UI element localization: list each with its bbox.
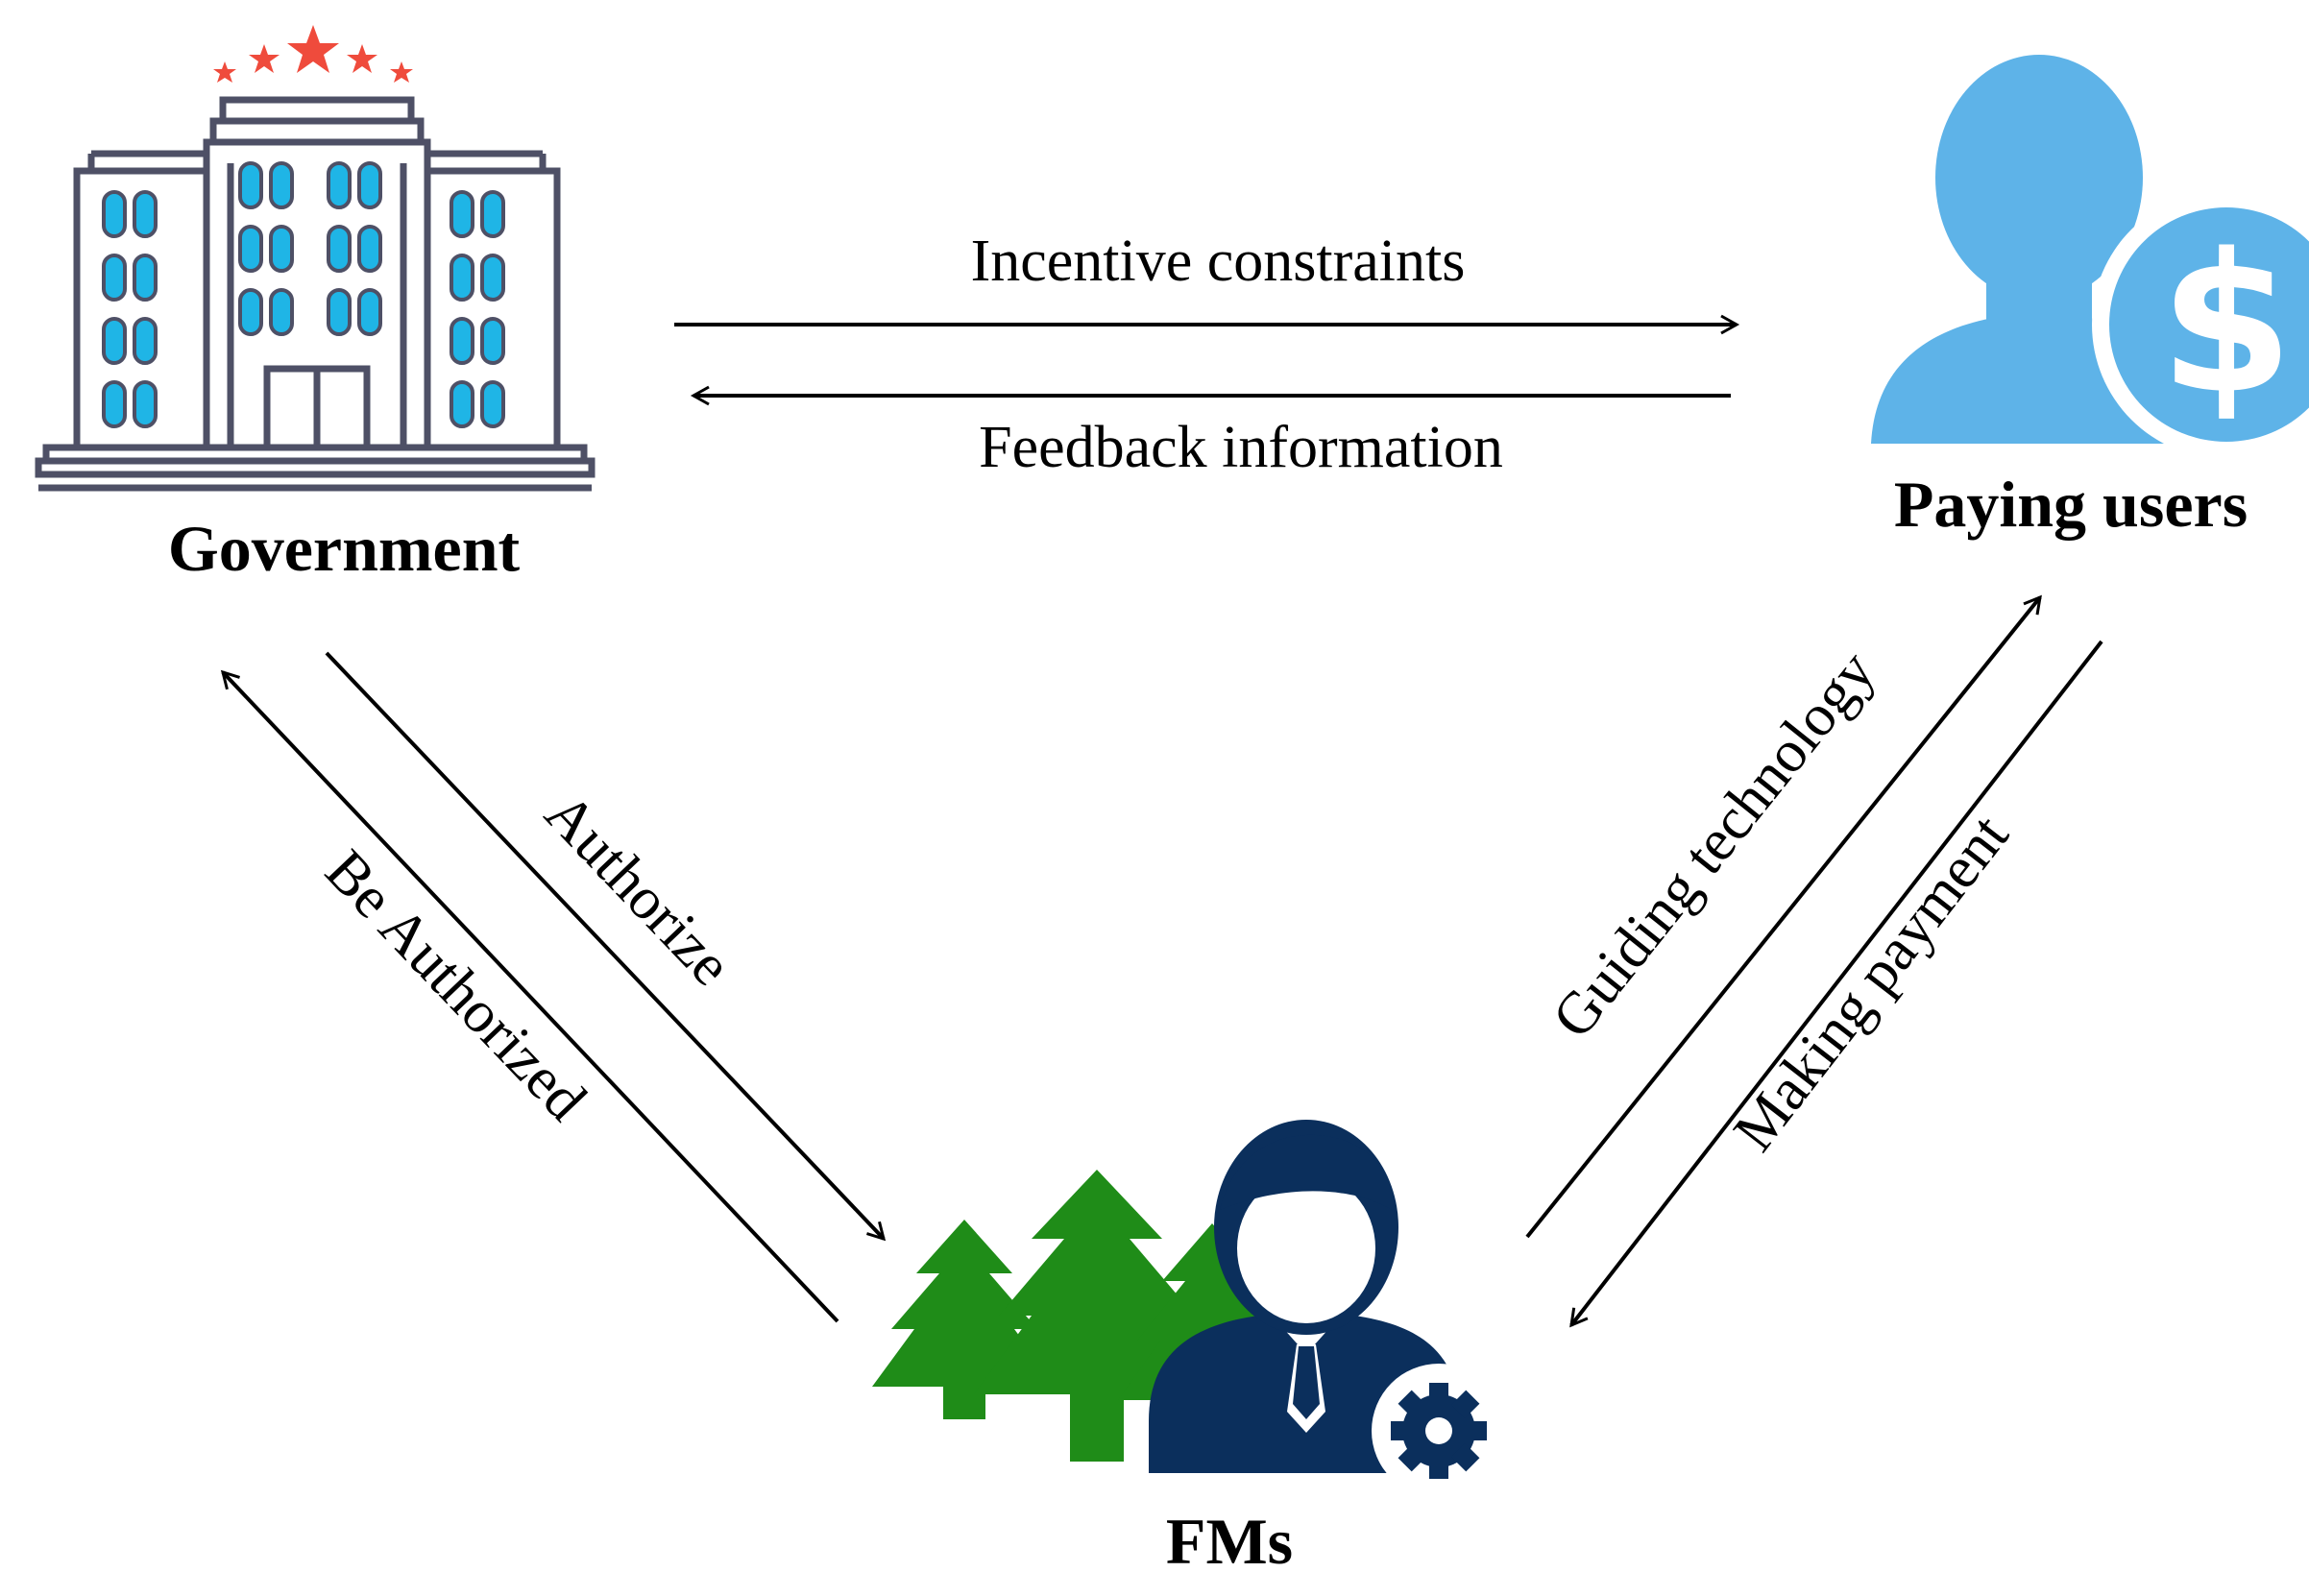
arrow-payment <box>1569 640 2103 1328</box>
edge-lines <box>220 314 2103 1328</box>
node-label-paying-users: Paying users <box>1894 468 2248 541</box>
arrow-authorize <box>325 651 887 1242</box>
dollar-icon: $ <box>2092 190 2309 459</box>
star-rating-icon <box>213 25 413 83</box>
node-label-government: Government <box>168 512 521 585</box>
edge-label-feedback: Feedback information <box>979 415 1503 480</box>
svg-text:$: $ <box>2159 213 2293 437</box>
gear-icon <box>1372 1364 1506 1498</box>
edge-label-be-authorized: Be Authorized <box>313 837 598 1133</box>
arrow-guiding <box>1525 594 2042 1239</box>
edge-label-authorize: Authorize <box>532 781 743 998</box>
user-dollar-icon: $ <box>1871 55 2309 459</box>
manager-avatar-icon <box>1149 1120 1460 1473</box>
edge-label-incentive: Incentive constraints <box>971 229 1466 294</box>
arrow-be-authorized <box>220 669 839 1323</box>
government-building-icon <box>35 25 595 492</box>
edge-label-payment: Making payment <box>1721 803 2021 1163</box>
forest-manager-icon <box>872 1120 1506 1498</box>
node-label-fms: FMs <box>1166 1505 1293 1578</box>
